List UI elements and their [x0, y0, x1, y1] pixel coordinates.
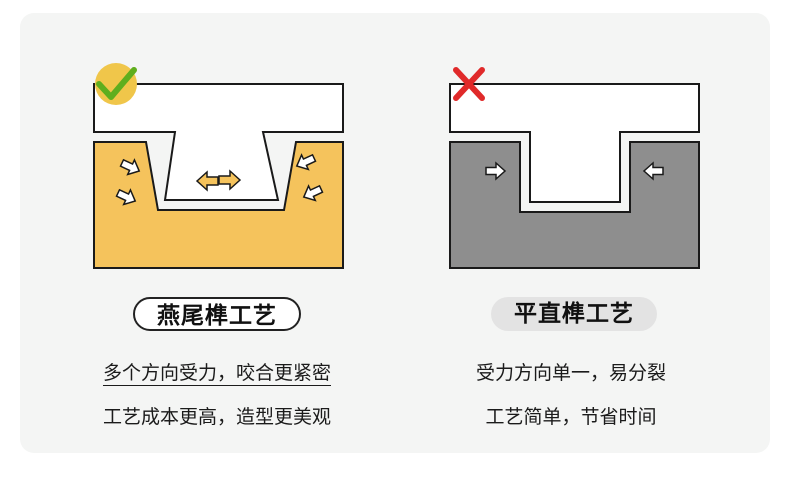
straight-description-line1: 受力方向单一，易分裂	[475, 362, 666, 384]
straight-tenon-piece	[449, 83, 700, 203]
straight-description-line2: 工艺简单，节省时间	[485, 406, 657, 428]
horizontal-force-arrows	[195, 169, 242, 192]
dovetail-joint-diagram	[93, 63, 344, 269]
dovetail-base-block	[93, 141, 344, 269]
straight-joint-title: 平直榫工艺	[491, 297, 657, 331]
arrow-icon	[119, 158, 141, 176]
straight-joint-diagram	[449, 67, 700, 269]
double-arrow-icon	[218, 169, 242, 191]
dovetail-description-line2: 工艺成本更高，造型更美观	[102, 406, 331, 428]
dovetail-title: 燕尾榫工艺	[133, 297, 301, 331]
right-force-arrows	[295, 153, 324, 202]
arrow-icon	[642, 161, 664, 181]
double-arrow-icon	[195, 170, 219, 192]
arrow-icon	[295, 153, 317, 171]
arrow-icon	[115, 188, 137, 206]
arrow-icon	[302, 184, 324, 202]
straight-base-block	[449, 141, 700, 269]
straight-force-arrows	[485, 161, 664, 181]
check-icon	[95, 63, 137, 105]
dovetail-description-line1: 多个方向受力，咬合更紧密	[102, 362, 331, 384]
arrow-icon	[485, 161, 507, 181]
left-force-arrows	[115, 158, 141, 206]
dovetail-tenon-piece	[93, 83, 344, 201]
cross-icon	[453, 67, 485, 101]
